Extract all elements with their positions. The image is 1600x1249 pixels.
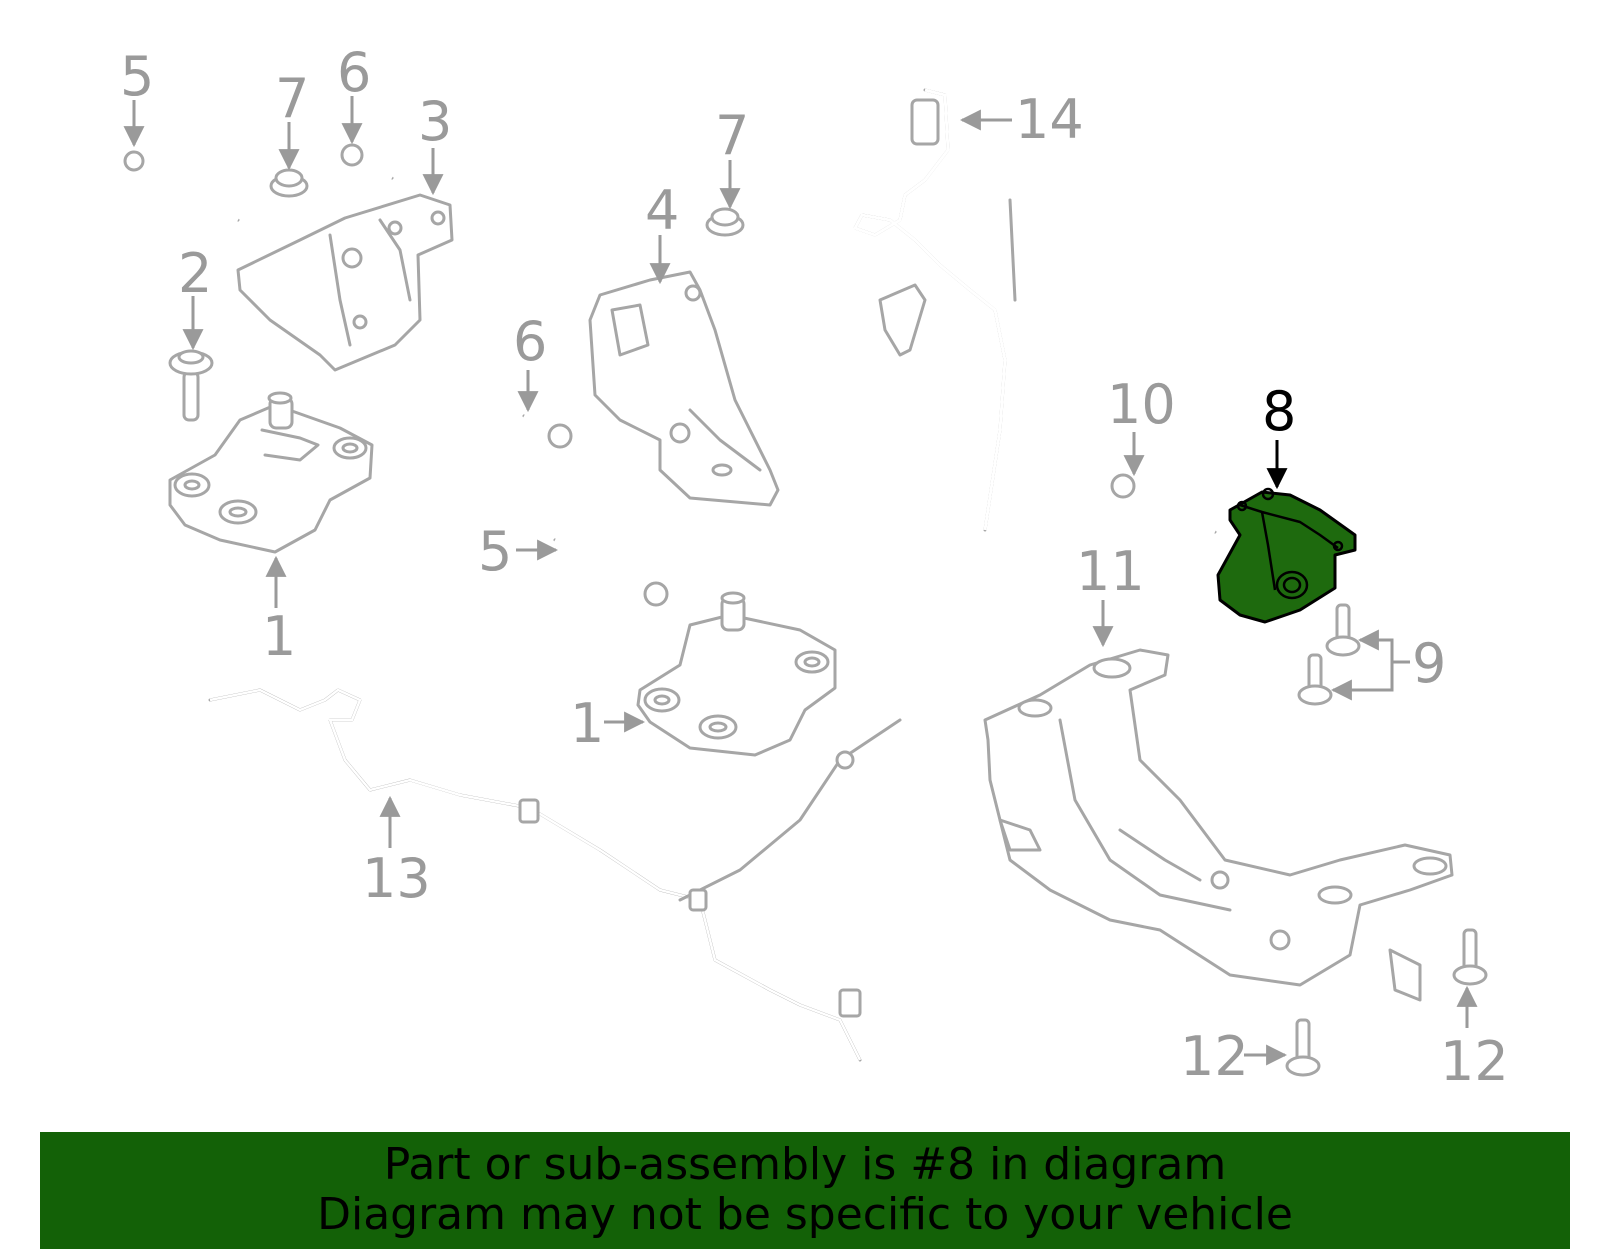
part-9-bolts: [1297, 603, 1361, 706]
callout-10: 10: [1107, 373, 1176, 436]
part-4-bracket: [588, 270, 780, 507]
callout-1: 1: [570, 692, 604, 755]
part-10-bolt: [1110, 473, 1217, 534]
part-8-transmission-mount: [1216, 487, 1357, 624]
callout-5: 5: [120, 45, 154, 108]
callout-5: 5: [478, 520, 512, 583]
part-2-bolt: [168, 349, 214, 422]
part-1-mount-center: [636, 591, 837, 757]
parts-diagram: 5 7 6 3 2 1 4 7 6 5 1 13 14 10 8 9 11 12…: [120, 41, 1509, 1093]
part-5-bolt: [123, 150, 240, 222]
part-6-bolt-b: [522, 414, 573, 449]
callout-14: 14: [1015, 88, 1084, 151]
banner-line-disclaimer: Diagram may not be specific to your vehi…: [317, 1189, 1293, 1240]
callout-7: 7: [275, 67, 309, 130]
callout-9: 9: [1412, 632, 1446, 695]
part-13-harness: [208, 688, 902, 1062]
part-3-bracket: [236, 193, 454, 372]
part-7-nut: [269, 168, 309, 198]
callout-12: 12: [1440, 1030, 1509, 1093]
callout-8: 8: [1262, 380, 1296, 443]
part-11-subframe: [983, 648, 1454, 1002]
part-5-bolt-b: [553, 538, 669, 607]
callout-4: 4: [645, 179, 679, 242]
callout-12: 12: [1180, 1025, 1249, 1088]
part-14-hose: [852, 88, 1017, 532]
callout-7: 7: [715, 104, 749, 167]
banner-line-part: Part or sub-assembly is #8 in diagram: [383, 1139, 1227, 1190]
callout-1: 1: [262, 605, 296, 668]
leader-lines: [123, 96, 1478, 1066]
part-6-bolt: [340, 143, 394, 180]
part-7-nut-b: [705, 207, 745, 237]
callout-11: 11: [1076, 540, 1145, 603]
info-banner: Part or sub-assembly is #8 in diagram Di…: [40, 1132, 1570, 1249]
callout-6: 6: [337, 41, 371, 104]
part-1-mount-left: [168, 391, 374, 554]
callout-6: 6: [513, 310, 547, 373]
callout-13: 13: [362, 847, 431, 910]
part-12-bolts: [1285, 928, 1488, 1077]
callout-2: 2: [178, 242, 212, 305]
callout-3: 3: [418, 90, 452, 153]
